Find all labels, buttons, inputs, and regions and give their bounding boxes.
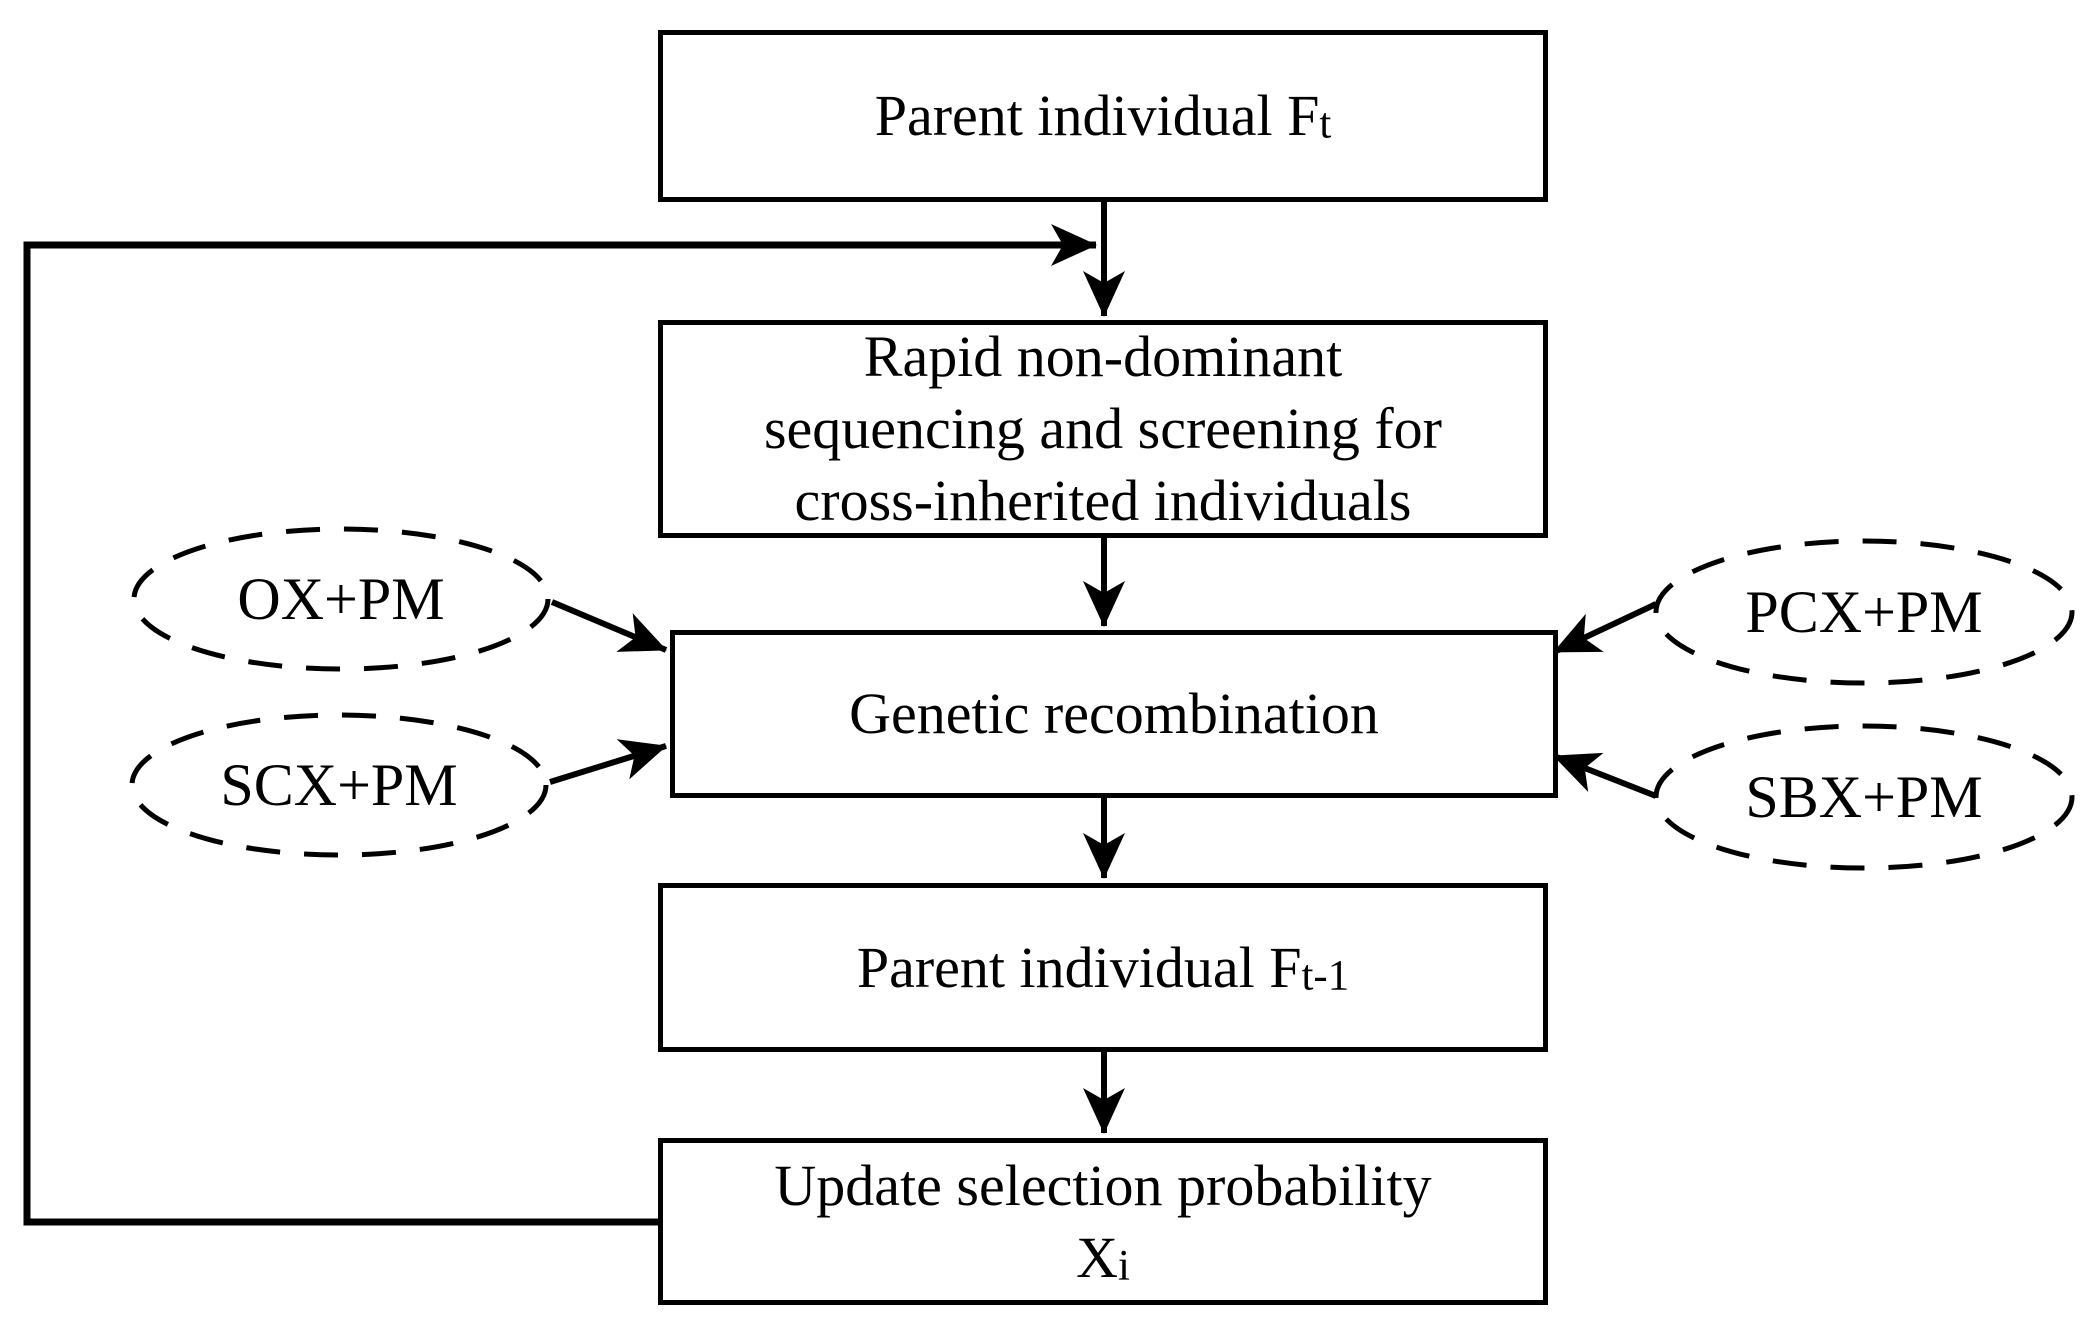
node-parent-individual-ft: Parent individual Ft	[658, 30, 1548, 202]
arrow-ox-to-genetic	[550, 599, 668, 653]
node-genetic-label: Genetic recombination	[849, 681, 1379, 747]
node-rapid-line-3: cross-inherited individuals	[794, 467, 1412, 533]
operator-sbx-label: SBX+PM	[1745, 763, 1983, 830]
node-update-line-1: Update selection probability	[774, 1152, 1432, 1218]
node-parent-ft-1-text: Parent individual F	[856, 934, 1302, 1000]
node-parent-ft-subscript: t	[1319, 100, 1332, 148]
ellipse-sbx-outline	[1653, 723, 2075, 871]
node-update-selection-probability: Update selection probability Xi	[658, 1138, 1548, 1305]
arrow-scx-to-genetic	[549, 739, 667, 785]
node-genetic-recombination: Genetic recombination	[670, 630, 1558, 798]
operator-ox-label: OX+PM	[237, 565, 445, 632]
ellipse-pcx-outline	[1653, 538, 2075, 686]
node-rapid-line-2: sequencing and screening for	[763, 396, 1443, 462]
node-parent-ft-label: Parent individual Ft	[875, 80, 1332, 152]
node-rapid-screening: Rapid non-dominant sequencing and screen…	[658, 320, 1548, 538]
node-rapid-line-1: Rapid non-dominant	[863, 324, 1343, 390]
feedback-loop-arrow	[23, 224, 1097, 1226]
node-parent-individual-ft-1: Parent individual Ft-1	[658, 883, 1548, 1052]
ellipse-ox-outline	[131, 526, 551, 672]
node-parent-ft-1-label: Parent individual Ft-1	[857, 932, 1349, 1004]
ellipse-scx-outline	[129, 712, 549, 858]
node-update-x-subscript: i	[1117, 1242, 1130, 1290]
node-parent-ft-1-subscript: t-1	[1301, 952, 1350, 1000]
node-update-x-text: X	[1076, 1224, 1118, 1290]
operator-pcx-label: PCX+PM	[1745, 578, 1983, 645]
operator-scx-label: SCX+PM	[220, 751, 458, 818]
node-update-line-2: Xi	[1076, 1222, 1130, 1294]
arrow-pcx-to-genetic	[1552, 601, 1658, 655]
arrow-sbx-to-genetic	[1552, 752, 1658, 799]
node-parent-ft-text: Parent individual F	[874, 83, 1320, 149]
